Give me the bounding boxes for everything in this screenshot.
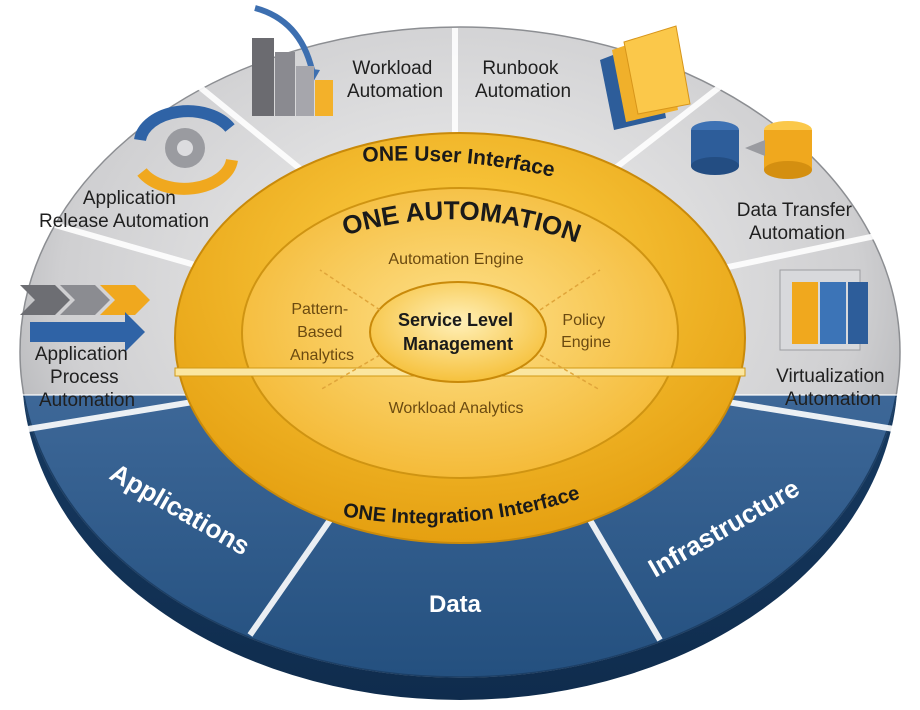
release-label-1: Application	[83, 188, 176, 209]
center-ellipse	[369, 281, 547, 383]
runbook-label-2: Automation	[475, 81, 571, 102]
policy-engine-label-1: Policy	[562, 312, 605, 329]
virtualization-servers-icon	[779, 269, 868, 351]
svg-text:Policy Engine: Policy Engine	[561, 312, 611, 351]
process-label-1: Application	[35, 344, 128, 365]
workload-label-1: Workload	[352, 58, 432, 79]
svg-text:Pattern- Based Analyti: Pattern- Based Analytics	[290, 301, 354, 364]
virtualization-label-2: Automation	[785, 389, 881, 410]
process-arrows-icon	[20, 285, 150, 352]
svg-text:Data Transfer Automation: Data Transfer Automation	[737, 200, 857, 244]
release-label-2: Release Automation	[39, 211, 209, 232]
automation-engine-label: Automation Engine	[388, 251, 523, 268]
pattern-analytics-label-3: Analytics	[290, 347, 354, 364]
runbook-label-1: Runbook	[482, 58, 559, 79]
database-transfer-icon	[691, 121, 812, 179]
svg-text:Workload Automation: Workload Automation	[347, 58, 443, 102]
runbook-folders-icon	[600, 25, 691, 130]
process-label-2: Process	[50, 367, 119, 388]
datatransfer-label-1: Data Transfer	[737, 200, 853, 221]
policy-engine-label-2: Engine	[561, 334, 611, 351]
svg-text:Runbook Automation: Runbook Automation	[475, 58, 571, 102]
datatransfer-label-2: Automation	[749, 223, 845, 244]
workload-label-2: Automation	[347, 81, 443, 102]
data-label: Data	[429, 591, 482, 618]
process-label-3: Automation	[39, 390, 135, 411]
svg-text:Application Release Automa: Application Release Automation	[39, 188, 209, 232]
workload-chart-icon	[252, 5, 333, 116]
pattern-analytics-label-1: Pattern-	[291, 301, 348, 318]
center-label-2: Management	[403, 334, 513, 354]
svg-text:Application Process Au: Application Process Automation	[35, 344, 135, 411]
center-label-1: Service Level	[398, 310, 513, 330]
workload-analytics-label: Workload Analytics	[389, 400, 524, 417]
svg-text:Service Level Management: Service Level Management	[398, 310, 518, 354]
svg-text:Virtualization Automation: Virtualization Automation	[776, 366, 890, 410]
virtualization-label-1: Virtualization	[776, 366, 884, 387]
pattern-analytics-label-2: Based	[297, 324, 342, 341]
release-cycle-icon	[134, 105, 238, 195]
